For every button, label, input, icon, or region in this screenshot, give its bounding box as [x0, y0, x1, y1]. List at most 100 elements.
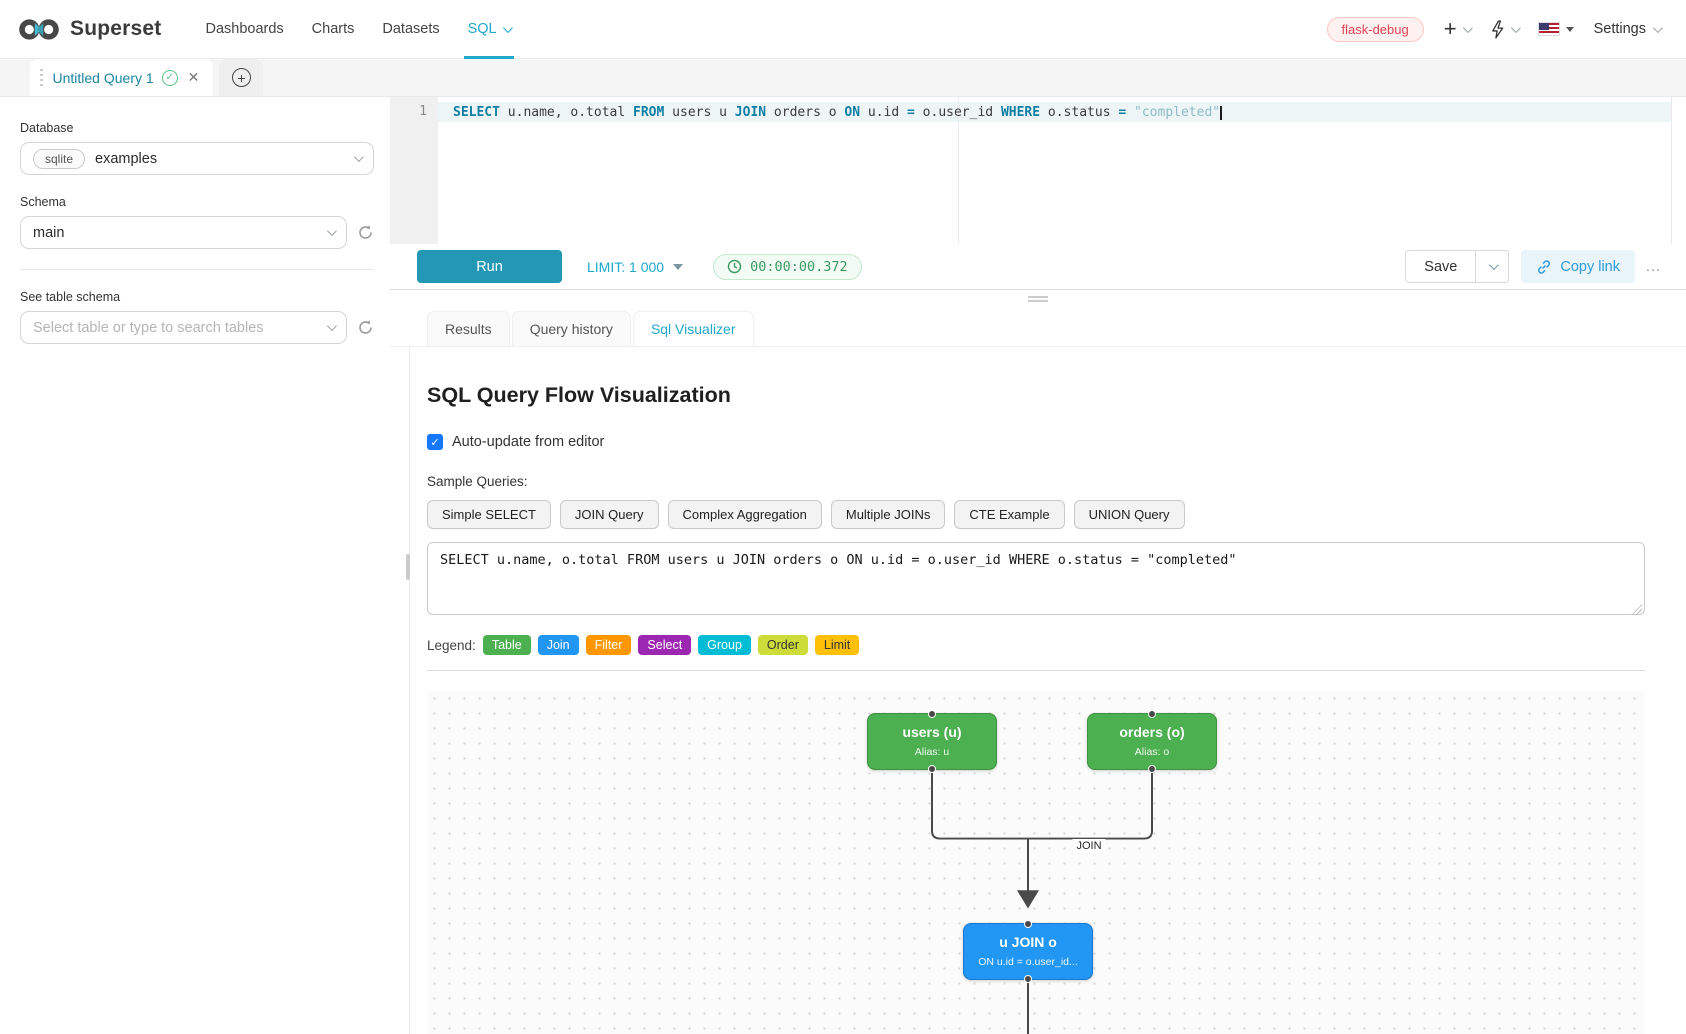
legend: Legend: Table Join Filter Select Group O… — [427, 635, 1645, 655]
legend-table-badge: Table — [482, 635, 531, 655]
clock-icon — [727, 259, 742, 274]
editor-gutter: 1 — [390, 97, 438, 244]
pane-resize-divider[interactable] — [390, 289, 1686, 307]
node-handle[interactable] — [928, 765, 936, 773]
chevron-down-icon — [1510, 22, 1521, 33]
tab-results[interactable]: Results — [427, 311, 510, 346]
timer-value: 00:00:00.372 — [750, 258, 848, 275]
node-table-users[interactable]: users (u) Alias: u — [867, 710, 997, 773]
query-search-menu[interactable] — [1490, 19, 1521, 39]
limit-dropdown[interactable]: LIMIT: 1 000 — [587, 259, 684, 275]
sidebar-divider — [20, 269, 374, 270]
table-select-placeholder: Select table or type to search tables — [33, 319, 264, 336]
tab-query-history[interactable]: Query history — [511, 311, 631, 346]
sample-query-buttons: Simple SELECT JOIN Query Complex Aggrega… — [427, 500, 1645, 529]
us-flag-icon — [1537, 22, 1560, 36]
more-actions-button[interactable]: … — [1645, 257, 1662, 275]
legend-limit-badge: Limit — [814, 635, 860, 655]
link-icon — [1538, 259, 1551, 274]
environment-tag: flask-debug — [1326, 16, 1424, 42]
node-handle[interactable] — [1148, 710, 1156, 718]
legend-join-badge: Join — [537, 635, 579, 655]
auto-update-label: Auto-update from editor — [452, 434, 605, 450]
sql-editor[interactable]: 1 SELECT u.name, o.total FROM users u JO… — [390, 97, 1686, 244]
legend-label: Legend: — [427, 637, 476, 653]
schema-label: Schema — [20, 195, 66, 209]
chevron-down-icon — [326, 321, 337, 332]
settings-label: Settings — [1593, 21, 1646, 37]
editor-active-line — [438, 102, 1671, 122]
line-number: 1 — [419, 104, 427, 119]
query-tab-bar: Untitled Query 1 ✓ ✕ + — [0, 59, 1686, 97]
panel-right-border — [1671, 97, 1672, 244]
new-query-tab-button[interactable]: + — [219, 59, 264, 96]
query-tab-label: Untitled Query 1 — [52, 69, 154, 86]
visualizer-sql-input[interactable]: SELECT u.name, o.total FROM users u JOIN… — [427, 542, 1645, 615]
legend-filter-badge: Filter — [585, 635, 632, 655]
nav-charts[interactable]: Charts — [311, 21, 355, 37]
new-item-menu[interactable]: + — [1444, 18, 1473, 40]
nav-datasets[interactable]: Datasets — [382, 21, 440, 37]
top-navbar: Superset Dashboards Charts Datasets SQL … — [0, 0, 1686, 59]
sample-simple-select-button[interactable]: Simple SELECT — [427, 500, 551, 529]
node-handle[interactable] — [1148, 765, 1156, 773]
node-handle[interactable] — [1024, 920, 1032, 928]
node-table-orders[interactable]: orders (o) Alias: o — [1087, 710, 1217, 773]
lightning-icon — [1491, 19, 1503, 39]
table-select[interactable]: Select table or type to search tables — [20, 311, 347, 344]
sample-multiple-joins-button[interactable]: Multiple JOINs — [830, 500, 946, 529]
node-title: u JOIN o — [999, 934, 1057, 950]
sample-cte-example-button[interactable]: CTE Example — [954, 500, 1065, 529]
node-subtitle: Alias: u — [914, 746, 950, 758]
flow-canvas[interactable]: users (u) Alias: u orders (o) Alias: o u… — [427, 691, 1645, 1034]
textarea-resize-grip[interactable] — [1631, 604, 1642, 615]
drag-handle-icon[interactable] — [40, 68, 43, 87]
copy-link-button[interactable]: Copy link — [1521, 250, 1635, 283]
sample-join-query-button[interactable]: JOIN Query — [559, 500, 659, 529]
chevron-down-icon — [353, 152, 364, 163]
legend-order-badge: Order — [757, 635, 808, 655]
visualizer-title: SQL Query Flow Visualization — [427, 383, 731, 407]
node-join[interactable]: u JOIN o ON u.id = o.user_id... — [963, 920, 1093, 983]
tab-sql-visualizer[interactable]: Sql Visualizer — [632, 311, 754, 346]
content-divider — [427, 670, 1645, 671]
close-tab-icon[interactable]: ✕ — [187, 69, 200, 85]
sqllab-main-panel: 1 SELECT u.name, o.total FROM users u JO… — [390, 97, 1686, 1034]
node-title: users (u) — [902, 724, 962, 740]
visualizer-panel: SQL Query Flow Visualization ✓ Auto-upda… — [390, 347, 1686, 1034]
database-select[interactable]: sqlite examples — [20, 142, 374, 175]
panel-scrollbar-thumb[interactable] — [406, 554, 410, 580]
editor-print-margin — [958, 97, 959, 244]
flow-edges — [931, 768, 1153, 1034]
nav-sql[interactable]: SQL — [454, 0, 524, 59]
refresh-schemas-icon[interactable] — [357, 224, 374, 241]
refresh-tables-icon[interactable] — [357, 319, 374, 336]
save-button[interactable]: Save — [1405, 250, 1477, 283]
text-cursor — [1220, 106, 1222, 120]
node-handle[interactable] — [1024, 975, 1032, 983]
table-schema-label: See table schema — [20, 290, 121, 304]
schema-select[interactable]: main — [20, 216, 347, 249]
save-dropdown-button[interactable] — [1476, 250, 1510, 283]
node-subtitle: Alias: o — [1134, 746, 1170, 758]
panel-scrollbar-track — [409, 347, 410, 1034]
caret-down-icon — [673, 263, 684, 270]
sample-queries-label: Sample Queries: — [427, 474, 528, 489]
run-button[interactable]: Run — [417, 250, 562, 283]
sample-union-query-button[interactable]: UNION Query — [1073, 500, 1185, 529]
sample-complex-aggregation-button[interactable]: Complex Aggregation — [667, 500, 822, 529]
node-title: orders (o) — [1119, 724, 1185, 740]
schema-value: main — [33, 224, 65, 241]
superset-logo[interactable]: Superset — [16, 16, 161, 43]
node-handle[interactable] — [928, 710, 936, 718]
query-tab-active[interactable]: Untitled Query 1 ✓ ✕ — [30, 59, 214, 96]
database-engine-badge: sqlite — [33, 148, 86, 169]
language-picker[interactable] — [1537, 22, 1574, 36]
brand-name: Superset — [70, 17, 162, 40]
settings-menu[interactable]: Settings — [1593, 21, 1663, 37]
query-timer: 00:00:00.372 — [713, 253, 862, 280]
result-tabs: Results Query history Sql Visualizer — [390, 307, 1686, 347]
auto-update-checkbox[interactable]: ✓ — [427, 434, 443, 450]
nav-dashboards[interactable]: Dashboards — [205, 21, 284, 37]
chevron-down-icon — [1462, 22, 1473, 33]
